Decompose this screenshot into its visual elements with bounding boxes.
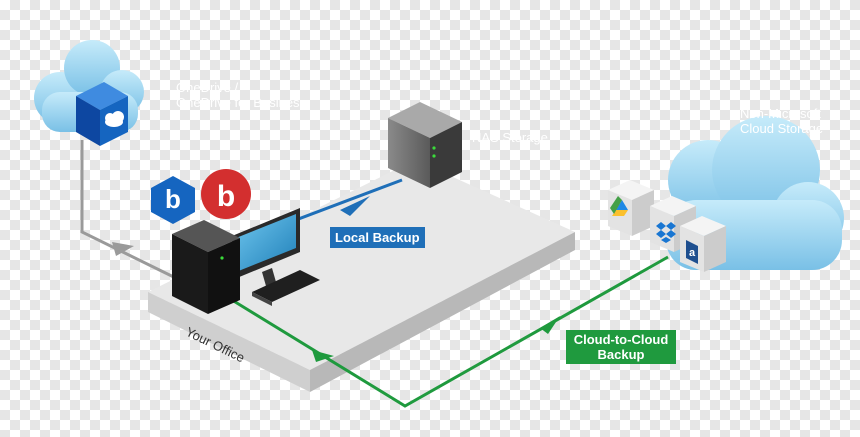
tower-pc [172,220,240,314]
onedrive-icon [105,111,124,127]
google-drive-cube [608,180,654,236]
google-drive-icon [610,196,628,216]
onedrive-label-line2: OneDrive for Business [176,95,307,110]
onedrive-arrow [80,140,191,287]
cloud-backup-line1: Cloud-to-Cloud [573,332,669,347]
onedrive-label-line1: OneDrive / [176,80,239,95]
non-ms-label-line1: Non-Microsoft [740,106,821,121]
onedrive-label: OneDrive / OneDrive for Business [176,80,306,110]
local-backup-badge: Local Backup [330,227,425,248]
non-ms-label-line2: Cloud Storage [740,121,824,136]
dropbox-icon [656,222,676,243]
backupify-logo-blue: b [151,176,195,224]
svg-text:a: a [689,247,696,259]
amazon-icon: a [686,240,698,264]
cloud-backup-badge: Cloud-to-Cloud Backup [566,330,676,364]
svg-text:b: b [217,180,235,213]
non-ms-label: Non-Microsoft Cloud Storage [740,106,823,136]
keyboard [252,270,320,306]
cloud-backup-line2: Backup [597,347,645,362]
nas-label: NAS Storage [472,130,548,145]
nas-device [388,102,462,188]
monitor [232,208,300,286]
office-platform [148,160,575,392]
svg-text:b: b [165,184,181,214]
backupify-logo-red: b [201,169,251,219]
cloud-backup-arrow [231,255,669,408]
